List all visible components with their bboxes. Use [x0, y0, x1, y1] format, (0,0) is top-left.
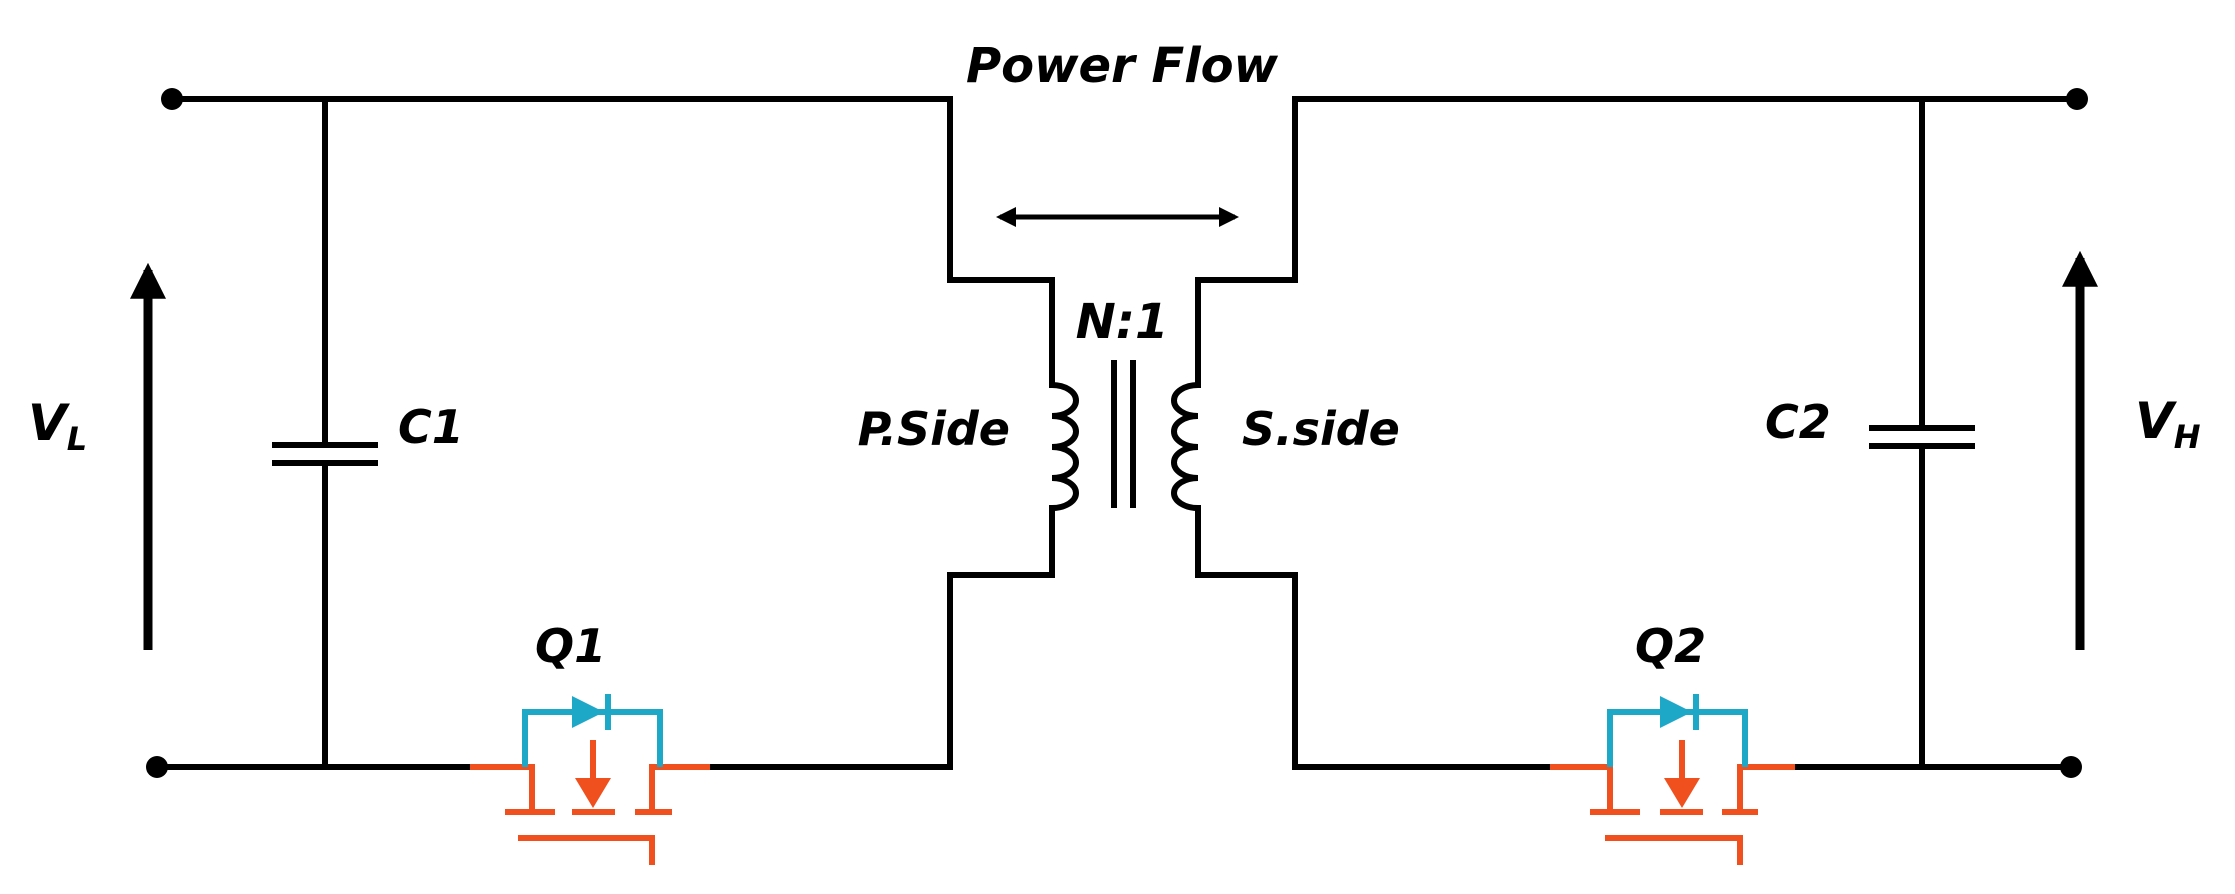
capacitor-c2: [1869, 96, 1975, 770]
turns-ratio-label: N:1: [1076, 294, 1169, 350]
vl-label: VL: [28, 394, 87, 458]
secondary-winding: [1171, 381, 1202, 512]
transformer: [1048, 360, 1202, 512]
primary-winding: [1048, 381, 1079, 512]
mosfet-q2: [1550, 694, 1795, 865]
vh-label: VH: [2135, 392, 2201, 456]
vl-label-subscript: L: [67, 420, 87, 458]
capacitor-c1: [272, 96, 378, 770]
secondary-top-wire: [1195, 96, 2080, 388]
vh-label-main: V: [2135, 392, 2177, 450]
vh-label-subscript: H: [2174, 418, 2201, 456]
mosfet-q1: [470, 694, 710, 865]
secondary-side-label: S.side: [1242, 402, 1400, 456]
secondary-bottom-wire: [1195, 505, 1553, 770]
c1-label: C1: [398, 400, 464, 454]
q1-label: Q1: [535, 619, 606, 673]
vl-label-main: V: [28, 394, 70, 452]
q2-label: Q2: [1635, 619, 1706, 673]
c2-label: C2: [1765, 395, 1831, 449]
primary-side-label: P.Side: [858, 402, 1010, 456]
power-flow-label: Power Flow: [966, 38, 1279, 94]
primary-bottom-wire: [707, 505, 1055, 770]
primary-top-wire: [169, 96, 1055, 388]
